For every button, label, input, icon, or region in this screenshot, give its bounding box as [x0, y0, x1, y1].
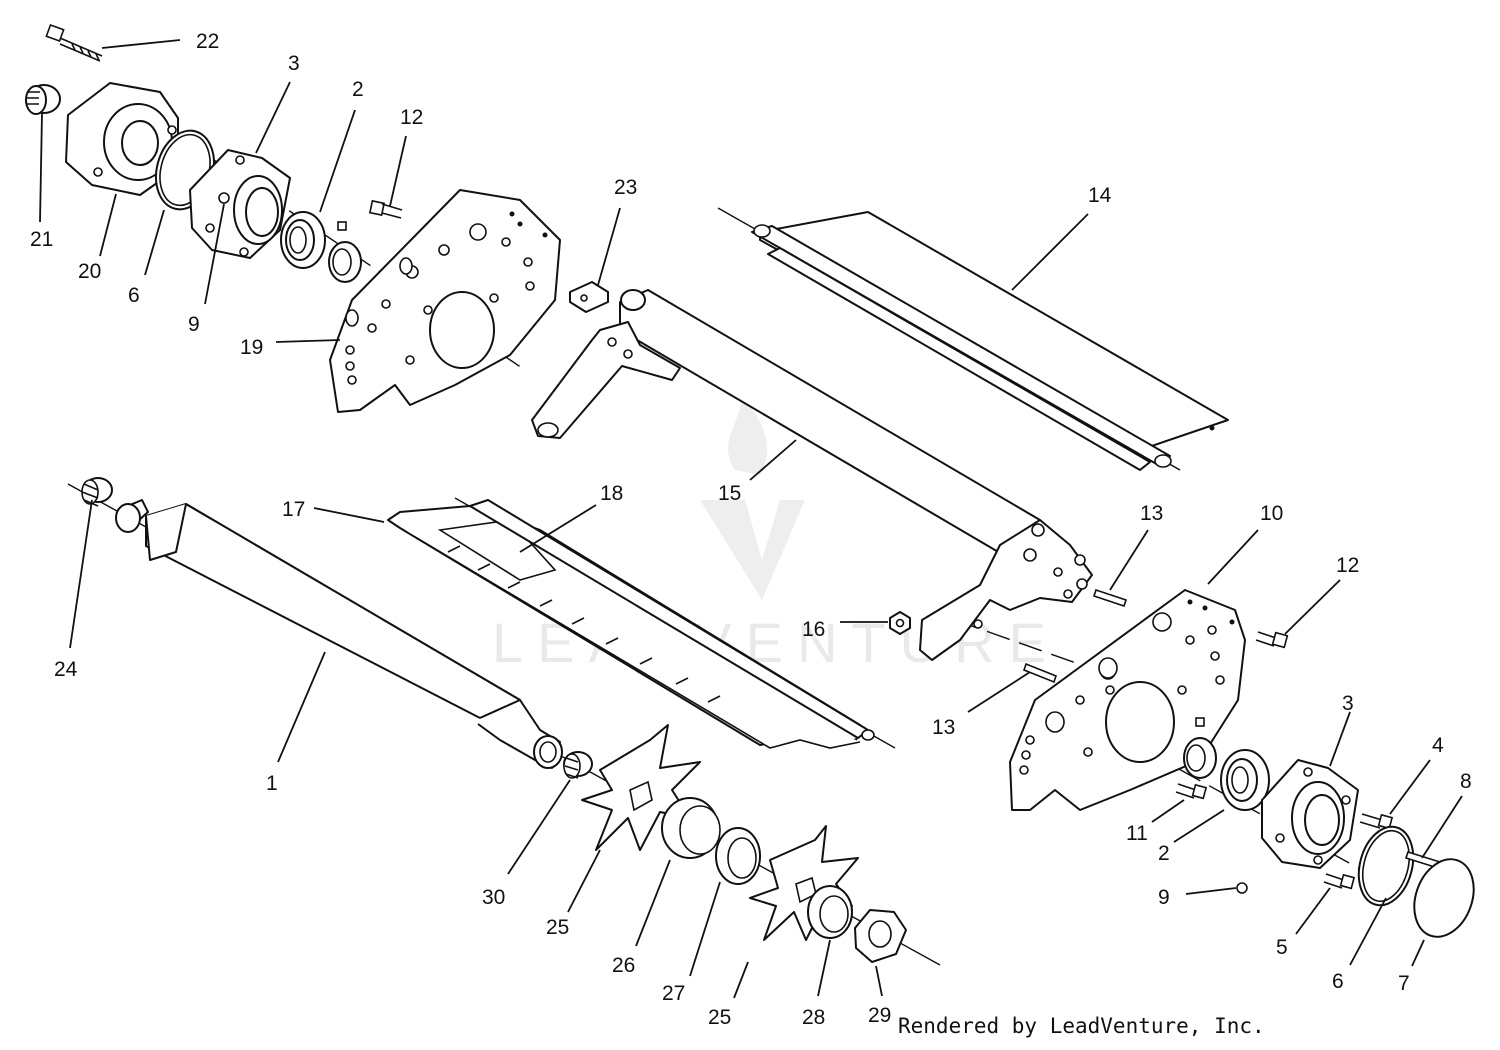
spacer-26 [661, 797, 721, 859]
callout-9-left: 9 [188, 313, 200, 336]
callout-15: 15 [718, 482, 741, 505]
spacer-27 [715, 827, 761, 885]
callout-24: 24 [54, 658, 78, 681]
collar-left [328, 221, 362, 283]
nut-29 [854, 909, 907, 963]
callout-9-right: 9 [1158, 886, 1170, 909]
callout-2-right: 2 [1158, 842, 1170, 865]
collar-right [1183, 717, 1217, 779]
bolt-12-right [1255, 631, 1289, 649]
side-plate-19 [329, 189, 561, 413]
grease-fitting-9-right [1236, 882, 1248, 894]
spider-25-first [581, 724, 701, 851]
reel-shaft-1 [115, 499, 563, 769]
cap-7 [1413, 858, 1475, 938]
render-credit: Rendered by LeadVenture, Inc. [898, 1014, 1265, 1038]
callout-21: 21 [30, 228, 53, 251]
callout-28: 28 [802, 1006, 825, 1029]
callout-7: 7 [1398, 972, 1410, 995]
callout-13-lower: 13 [932, 716, 955, 739]
callout-30: 30 [482, 886, 505, 909]
callout-12-right: 12 [1336, 554, 1359, 577]
bearing-housing-3-left [189, 149, 291, 259]
callout-12-left: 12 [400, 106, 423, 129]
callout-labels: 22 3 2 12 21 20 6 9 19 23 14 15 17 18 24… [30, 30, 1472, 1029]
pin-13-lower [1023, 662, 1057, 684]
callout-5: 5 [1276, 936, 1288, 959]
bolt-4 [1359, 813, 1394, 830]
bedbar-18 [437, 499, 875, 741]
bearing-housing-3-right [1261, 759, 1359, 869]
callout-25-first: 25 [546, 916, 569, 939]
callout-8: 8 [1460, 770, 1472, 793]
callout-29: 29 [868, 1004, 891, 1027]
callout-27: 27 [662, 982, 685, 1005]
pin-13-upper [1092, 588, 1128, 608]
o-ring-6-right [1357, 825, 1415, 907]
callout-25-second: 25 [708, 1006, 731, 1029]
nut-16 [889, 611, 911, 635]
callout-3-left: 3 [288, 52, 300, 75]
grease-fitting-9-left [218, 192, 230, 204]
bolt-22 [45, 23, 103, 62]
shield-14 [751, 211, 1229, 471]
callout-1: 1 [266, 772, 278, 795]
callout-10: 10 [1260, 502, 1283, 525]
bolt-5 [1323, 873, 1356, 890]
callout-3-right: 3 [1342, 692, 1354, 715]
callout-19: 19 [240, 336, 263, 359]
leader-lines [39, 39, 1463, 999]
callout-2-left: 2 [352, 78, 364, 101]
bearing-2-left [280, 211, 326, 269]
callout-11: 11 [1126, 822, 1148, 845]
callout-18: 18 [600, 482, 623, 505]
callout-6-left: 6 [128, 284, 140, 307]
callout-6-right: 6 [1332, 970, 1344, 993]
callout-26: 26 [612, 954, 635, 977]
roller-frame-15 [531, 289, 1093, 661]
bushing-24 [81, 477, 113, 507]
bearing-2-right [1220, 749, 1270, 811]
bushing-30 [563, 751, 593, 779]
callout-14: 14 [1088, 184, 1112, 207]
bolt-12-left [368, 199, 403, 219]
bracket-23 [569, 281, 609, 313]
callout-17: 17 [282, 498, 305, 521]
cap-21 [25, 84, 61, 115]
washer-28 [807, 885, 853, 939]
callout-16: 16 [802, 618, 825, 641]
callout-23: 23 [614, 176, 637, 199]
callout-4: 4 [1432, 734, 1444, 757]
callout-20: 20 [78, 260, 101, 283]
callout-22: 22 [196, 30, 219, 53]
callout-13-upper: 13 [1140, 502, 1163, 525]
bolt-11 [1175, 783, 1208, 800]
